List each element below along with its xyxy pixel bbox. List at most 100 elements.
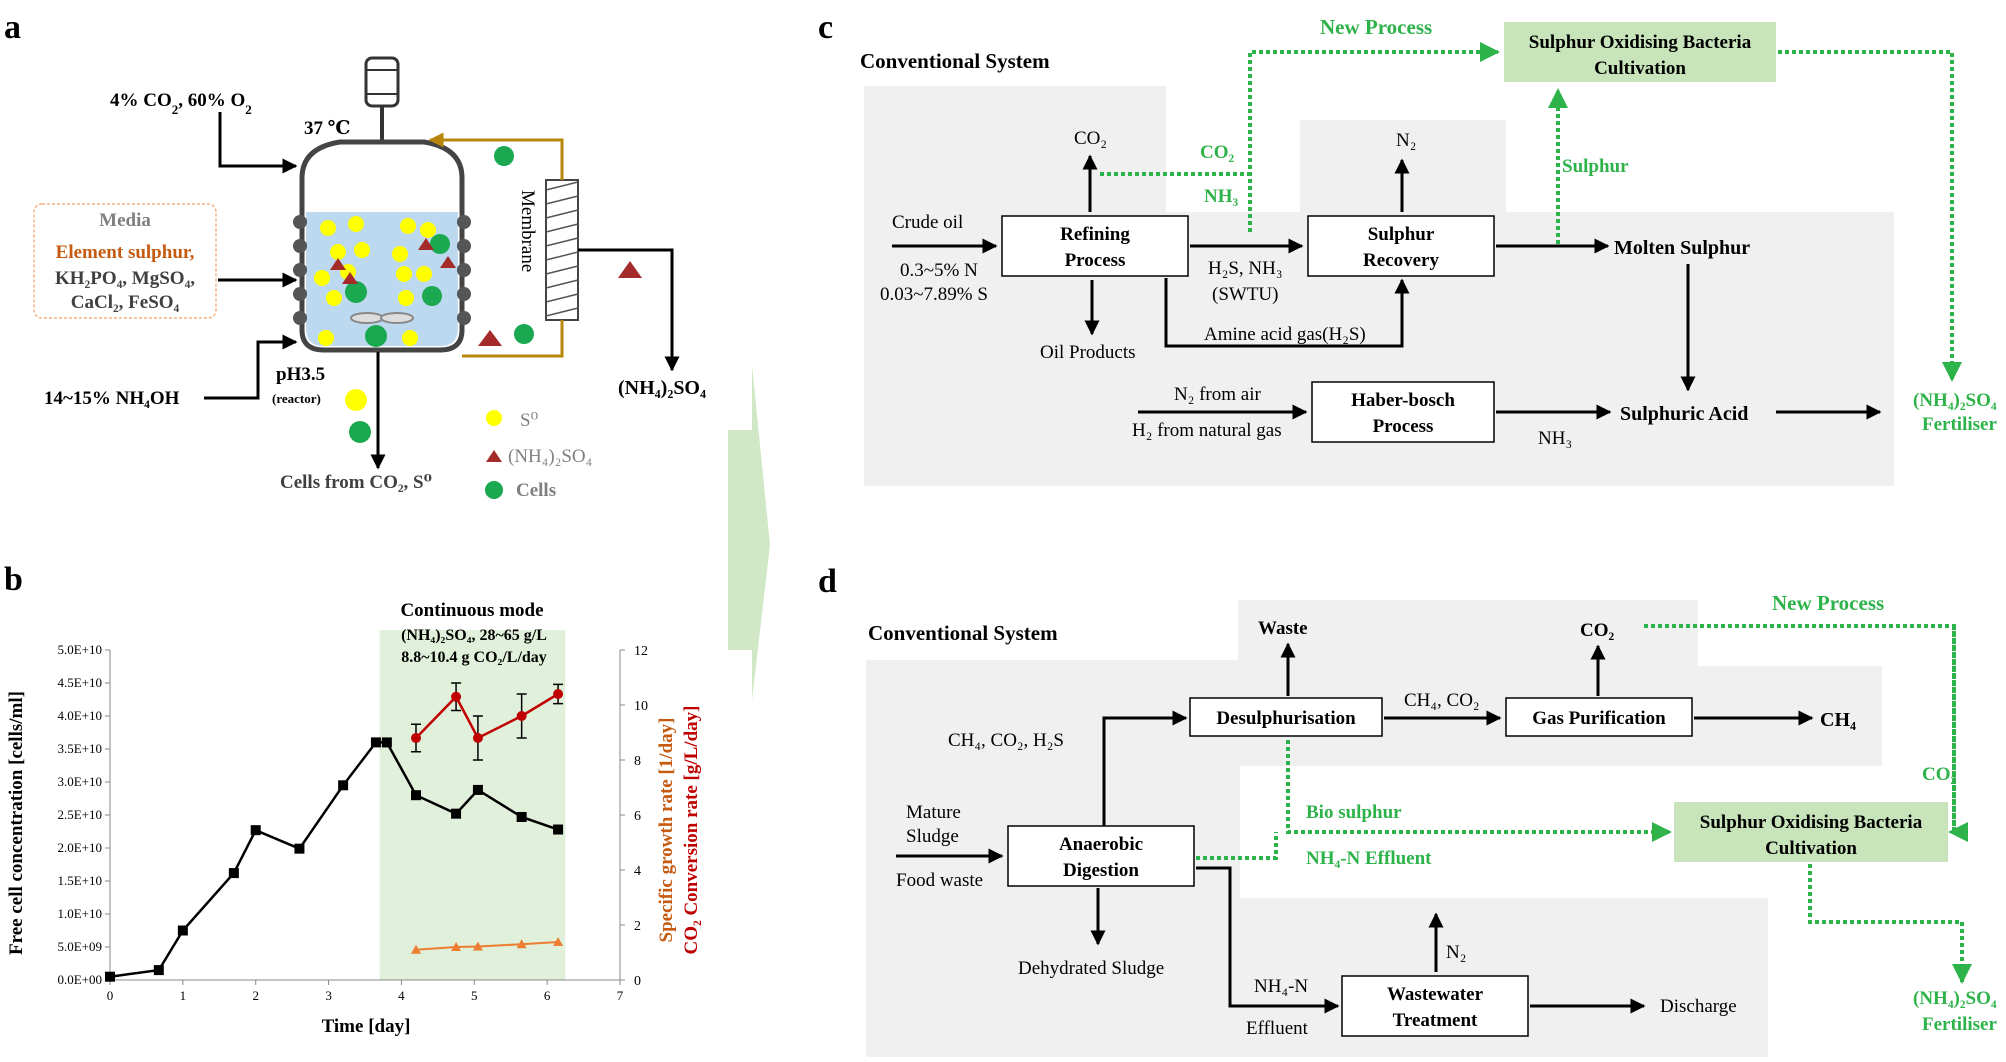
membrane [545, 179, 579, 321]
sob-cultivation-line1: Sulphur Oxidising Bacteria [1529, 32, 1752, 53]
mature-sludge-line1: Mature [906, 802, 961, 823]
nh3-green-label: NH₃ [1204, 186, 1239, 207]
legend-s0-marker [486, 410, 502, 426]
n2-label: N₂ [1396, 130, 1416, 151]
fertiliser-formula: (NH₄)₂SO₄ [1913, 390, 1997, 411]
y-left-tick-label: 3.0E+10 [57, 774, 102, 789]
temperature-label: 37 ℃ [304, 118, 351, 139]
panel-c: c Conventional System New Process Sulphu… [818, 9, 1997, 486]
y-left-tick-label: 1.5E+10 [57, 873, 102, 888]
anaerobic-digestion-box [1007, 825, 1195, 887]
impeller [380, 312, 414, 324]
nh4-effluent-label: NH₄-N Effluent [1306, 848, 1432, 869]
x-tick-label: 0 [107, 988, 114, 1003]
co2-into-sob [1948, 626, 1968, 842]
anaerobic-digestion-line2: Digestion [1063, 860, 1139, 881]
y-left-tick-label: 5.0E+10 [57, 642, 102, 657]
legend-cells-label: Cells [516, 480, 556, 501]
molten-sulphur-label: Molten Sulphur [1614, 237, 1750, 259]
cell-concentration-point [228, 868, 239, 879]
cell-concentration-point [451, 808, 462, 819]
ammonia-line [204, 334, 298, 400]
co2-to-sob-flow [1644, 624, 1956, 834]
co2-green-label: CO₂ [1922, 764, 1957, 785]
gas-inlet-label: 4% CO2, 60% O2 [110, 90, 252, 117]
conventional-system-label: Conventional System [860, 49, 1050, 73]
co2-conversion-point [516, 711, 527, 721]
n2-label: N₂ [1446, 942, 1466, 963]
x-axis-label: Time [day] [322, 1016, 411, 1037]
panel-a: a [4, 9, 706, 501]
growth-rate-point [472, 941, 483, 951]
ch4-co2-label: CH₄, CO₂ [1404, 690, 1480, 711]
x-tick-label: 7 [617, 988, 624, 1003]
sulphur-content: 0.03~7.89% S [880, 284, 988, 305]
media-salts-2: CaCl₂, FeSO₄ [71, 292, 180, 313]
anaerobic-digestion-line1: Anaerobic [1059, 834, 1143, 855]
media-salts-1: KH₂PO₄, MgSO₄, [55, 268, 195, 289]
cell-concentration-point [381, 737, 392, 748]
growth-rate-point [451, 942, 462, 951]
sob-to-fertiliser [1808, 864, 1972, 984]
swtu-label: (SWTU) [1212, 284, 1278, 305]
y-axis-right-label-2: CO₂ Conversion rate [g/L/day] [681, 706, 702, 955]
y-left-tick-label: 3.5E+10 [57, 741, 102, 756]
cell-concentration-point [177, 925, 188, 936]
fertiliser-formula: (NH₄)₂SO₄ [1913, 988, 1997, 1009]
new-process-label: New Process [1320, 15, 1432, 39]
ad-to-desulph-line [1102, 710, 1188, 856]
impeller [350, 312, 384, 324]
desulphurisation-box [1189, 697, 1383, 737]
y-right-tick-label: 2 [634, 919, 641, 934]
sob-to-fertiliser [1778, 50, 1962, 382]
fertiliser-label: Fertiliser [1922, 1014, 1997, 1035]
panel-b: b Continuous mode (NH₄)₂SO₄, 28~65 g/L 8… [4, 561, 702, 1037]
y-axis-right-label-1: Specific growth rate [1/day] [656, 718, 677, 943]
continuous-mode-line1: (NH₄)₂SO₄, 28~65 g/L [401, 627, 547, 644]
y-axis-left-label: Free cell concentration [cells/ml] [6, 691, 27, 955]
cell-concentration-point [516, 811, 527, 822]
y-left-tick-label: 5.0E+09 [57, 939, 102, 954]
co2-conversion-point [553, 689, 564, 699]
wastewater-treatment-box [1341, 975, 1529, 1037]
media-box [33, 203, 217, 319]
cells-out-s0 [345, 389, 367, 411]
growth-rate-point [516, 939, 527, 949]
sob-cultivation-line2: Cultivation [1765, 838, 1857, 859]
haber-bosch-line1: Haber-bosch [1351, 390, 1455, 411]
desulphurisation-label: Desulphurisation [1216, 708, 1356, 729]
legend-ammonium-marker [486, 450, 502, 462]
recycle-line [462, 320, 564, 358]
continuous-mode-region [379, 630, 566, 980]
ammonium-particle [618, 261, 642, 278]
cells-particle [494, 146, 514, 166]
panel-label-b: b [4, 561, 23, 598]
cells-particle [514, 324, 534, 344]
waste-label: Waste [1258, 618, 1308, 639]
refining-line1: Refining [1060, 224, 1130, 245]
y-left-tick-label: 2.0E+10 [57, 840, 102, 855]
y-right-tick-label: 0 [634, 974, 641, 989]
reactor-particles [314, 216, 456, 347]
cells-out-label: Cells from CO₂, S⁰ [280, 472, 432, 493]
ph-label: pH3.5 [276, 364, 325, 385]
x-tick-label: 6 [544, 988, 551, 1003]
gas-inlet-line [218, 112, 298, 174]
amine-gas-label: Amine acid gas(H₂S) [1204, 324, 1366, 345]
y-right-tick-label: 4 [634, 864, 641, 879]
media-title: Media [99, 210, 151, 231]
cell-concentration-point [250, 825, 261, 836]
x-tick-label: 4 [398, 988, 405, 1003]
fertiliser-label: Fertiliser [1922, 414, 1997, 435]
gases-label: CH₄, CO₂, H₂S [948, 730, 1064, 751]
gas-purification-label: Gas Purification [1532, 708, 1666, 729]
reactor-liquid [306, 212, 458, 346]
sob-cultivation-box [1504, 22, 1776, 82]
membrane-label: Membrane [517, 190, 538, 272]
cell-concentration-point [472, 784, 483, 795]
refining-line2: Process [1065, 250, 1126, 271]
oil-products-label: Oil Products [1040, 342, 1136, 363]
cell-concentration-point [338, 780, 349, 791]
dehydrated-sludge-label: Dehydrated Sludge [1018, 958, 1164, 979]
